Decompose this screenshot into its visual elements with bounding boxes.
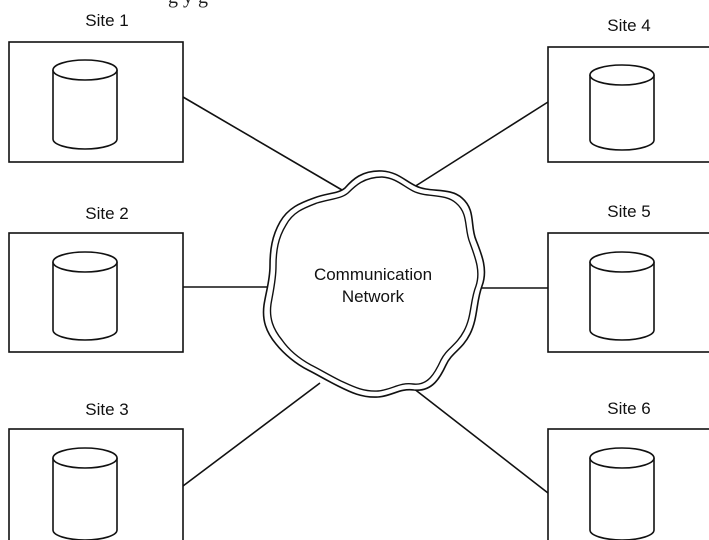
cloud-inner-outline [269, 176, 479, 392]
site-2-label: Site 2 [85, 204, 128, 223]
cloud-outer-outline [262, 170, 486, 398]
communication-network-cloud: Communication Network [262, 170, 486, 398]
top-caption-fragment: g y g [168, 0, 208, 8]
link-site-3 [182, 382, 321, 487]
site-1-label: Site 1 [85, 11, 128, 30]
site-6: Site 6 [547, 399, 709, 540]
site-6-label: Site 6 [607, 399, 650, 418]
site-6-database-icon [589, 447, 655, 540]
network-label-line-2: Network [342, 287, 405, 306]
network-label-line-1: Communication [314, 265, 432, 284]
site-2-database-icon [52, 251, 118, 341]
site-4-label: Site 4 [607, 16, 650, 35]
site-3-database-icon [52, 447, 118, 540]
site-3: Site 3 [8, 400, 184, 540]
site-4: Site 4 [547, 16, 709, 163]
site-3-label: Site 3 [85, 400, 128, 419]
site-4-database-icon [589, 64, 655, 151]
link-site-6 [412, 387, 549, 494]
link-site-1 [182, 96, 343, 191]
site-5-label: Site 5 [607, 202, 650, 221]
site-1-database-icon [52, 59, 118, 150]
site-5-database-icon [589, 251, 655, 341]
site-2: Site 2 [8, 204, 184, 353]
site-5: Site 5 [547, 202, 709, 353]
site-1: Site 1 [8, 11, 184, 163]
link-site-4 [413, 101, 549, 188]
